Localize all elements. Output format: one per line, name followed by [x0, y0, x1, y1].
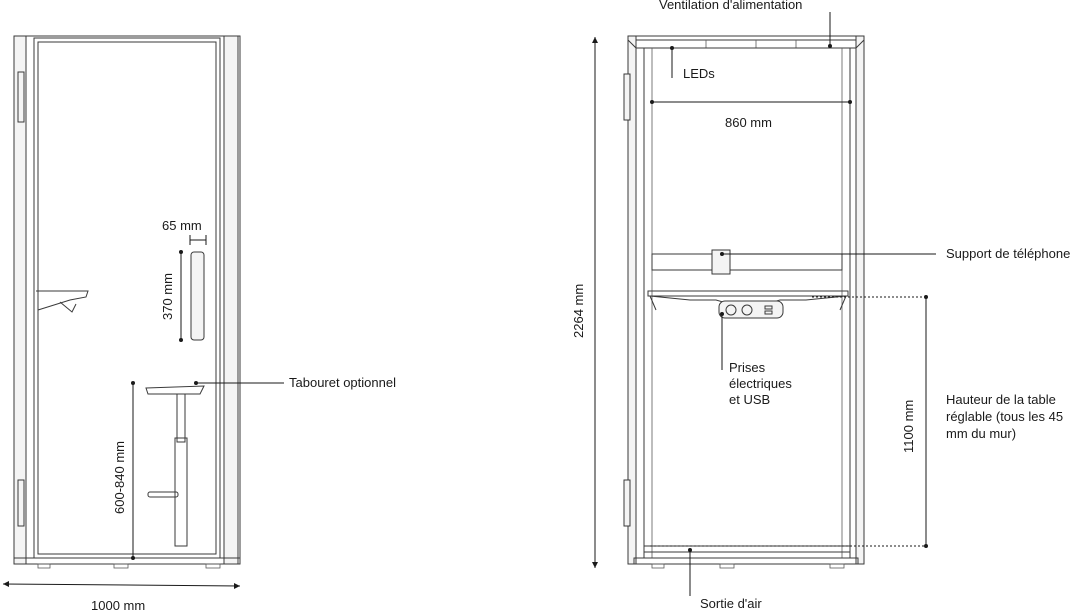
phone-holder-callout — [720, 252, 936, 256]
outlets-callout — [720, 312, 724, 370]
leds-label: LEDs — [683, 66, 715, 81]
table-note-line2: réglable (tous les 45 — [946, 409, 1063, 424]
table-height-label: 600-840 mm — [112, 441, 127, 514]
side-view-drawing — [13, 35, 241, 569]
total-height-label: 2264 mm — [571, 284, 586, 338]
inner-width-dimension — [650, 100, 852, 104]
panel-height-dimension — [179, 250, 183, 342]
table-height-dimension — [131, 381, 135, 560]
leds-callout — [670, 46, 674, 78]
ventilation-label: Ventilation d'alimentation — [659, 0, 802, 12]
table-height-label-right: 1100 mm — [901, 400, 916, 453]
outlets-label-line1: Prises — [729, 360, 766, 375]
total-height-dimension — [592, 37, 598, 568]
air-exit-label: Sortie d'air — [700, 596, 762, 610]
air-exit-callout — [688, 548, 692, 596]
table-note-line3: mm du mur) — [946, 426, 1016, 441]
width-dimension — [2, 581, 241, 589]
width-label: 1000 mm — [91, 598, 145, 610]
front-view-drawing — [623, 35, 865, 569]
stool-label: Tabouret optionnel — [289, 375, 396, 390]
table-height-dimension-right — [650, 295, 928, 548]
side-gap-dimension — [189, 235, 207, 245]
inner-width-label: 860 mm — [725, 115, 772, 130]
outlets-label-line2: électriques — [729, 376, 792, 391]
panel-height-label: 370 mm — [160, 273, 175, 320]
phone-holder-label: Support de téléphone — [946, 246, 1070, 261]
ventilation-callout — [828, 12, 832, 48]
side-gap-label: 65 mm — [162, 218, 202, 233]
stool-callout — [194, 381, 284, 385]
table-note-line1: Hauteur de la table — [946, 392, 1056, 407]
outlets-label-line3: et USB — [729, 392, 770, 407]
